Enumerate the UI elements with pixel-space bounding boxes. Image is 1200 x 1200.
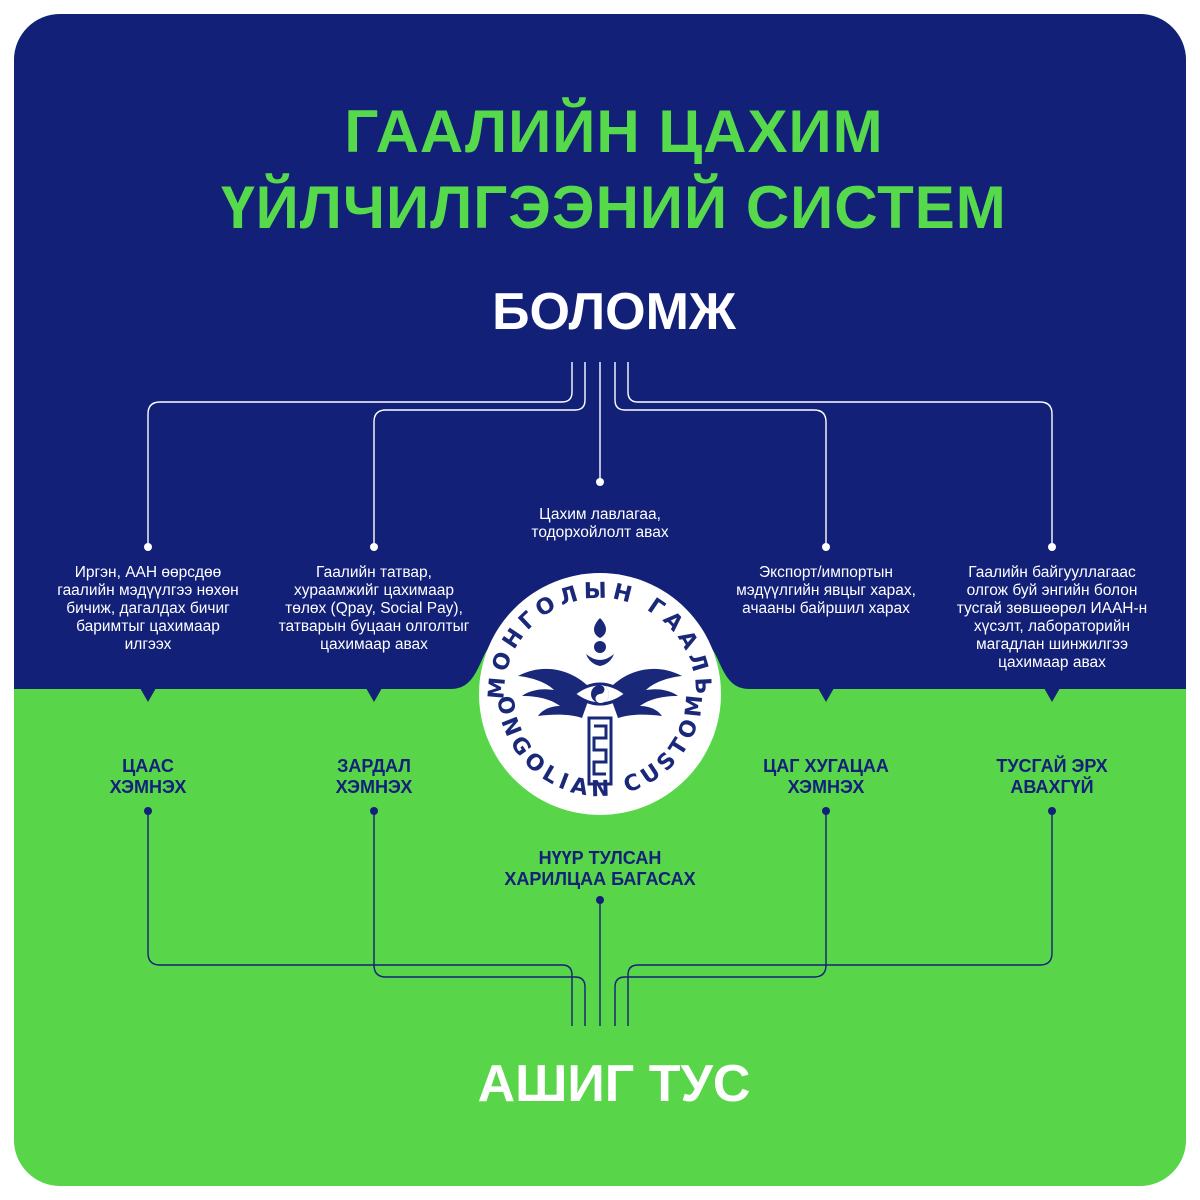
infographic-card: МОНГОЛЫН ГААЛЬ MONGOLIAN CUSTOMS xyxy=(14,14,1186,1186)
benefit-item-4: ЦАГ ХУГАЦАА ХЭМНЭХ xyxy=(726,756,926,798)
navy-panel xyxy=(14,14,1186,689)
opportunity-item-4: Экспорт/импортын мэдүүлгийн явцыг харах,… xyxy=(716,564,936,618)
eye-icon xyxy=(571,682,629,706)
opportunity-line: баримтыг цахимаар xyxy=(76,618,220,635)
benefit-line: АВАХГҮЙ xyxy=(1010,777,1094,797)
opportunity-line: төлөх (Qpay, Social Pay), xyxy=(285,600,463,617)
benefit-line: ТУСГАЙ ЭРХ xyxy=(996,756,1108,776)
opportunity-line: Иргэн, ААН өөрсдөө xyxy=(74,564,222,581)
opportunity-line: тусгай зөвшөөрөл ИААН-н xyxy=(956,600,1148,617)
benefit-line: ЗАРДАЛ xyxy=(337,756,411,776)
opportunity-line: Гаалийн татвар, xyxy=(316,564,432,581)
benefit-connectors xyxy=(147,812,1053,1026)
benefit-line: ХЭМНЭХ xyxy=(335,777,413,797)
benefit-line: ЦААС xyxy=(122,756,174,776)
background-and-connectors: МОНГОЛЫН ГААЛЬ MONGOLIAN CUSTOMS xyxy=(14,14,1186,1026)
opportunity-line: Цахим лавлагаа, xyxy=(539,506,661,523)
benefit-line: ХАРИЛЦАА БАГАСАХ xyxy=(504,869,696,889)
opportunities-heading: БОЛОМЖ xyxy=(492,283,736,341)
opportunity-line: мэдүүлгийн явцыг харах, xyxy=(736,582,916,599)
opportunity-item-1: Иргэн, ААН өөрсдөө гаалийн мэдүүлгээ нөх… xyxy=(48,564,248,654)
benefit-line: ХЭМНЭХ xyxy=(787,777,865,797)
benefit-item-3: НҮҮР ТУЛСАН ХАРИЛЦАА БАГАСАХ xyxy=(480,848,720,890)
opportunity-line: цахимаар авах xyxy=(998,654,1106,671)
benefit-line: НҮҮР ТУЛСАН xyxy=(538,848,662,868)
opportunity-line: хураамжийг цахимаар xyxy=(294,582,454,599)
flame-icon xyxy=(586,618,614,666)
opportunity-line: Гаалийн байгууллагаас xyxy=(968,564,1136,581)
opportunity-connectors xyxy=(147,362,1053,546)
opportunity-line: олгож буй энгийн болон xyxy=(966,582,1138,599)
title-line-1: ГААЛИЙН ЦАХИМ xyxy=(344,98,884,165)
notch-markers xyxy=(140,688,1060,702)
opportunity-item-5: Гаалийн байгууллагаас олгож буй энгийн б… xyxy=(936,564,1168,672)
benefit-dots xyxy=(144,807,1056,904)
opportunity-line: гаалийн мэдүүлгээ нөхөн xyxy=(57,582,239,599)
benefit-line: ХЭМНЭХ xyxy=(109,777,187,797)
title-line-2: ҮЙЛЧИЛГЭЭНИЙ СИСТЕМ xyxy=(221,174,1007,241)
opportunity-item-3: Цахим лавлагаа, тодорхойлолт авах xyxy=(500,506,700,542)
wings-icon xyxy=(518,668,682,718)
opportunity-dots xyxy=(144,478,1056,551)
benefits-heading: АШИГ ТУС xyxy=(477,1055,751,1113)
opportunity-line: тодорхойлолт авах xyxy=(531,524,669,541)
benefit-item-1: ЦААС ХЭМНЭХ xyxy=(58,756,238,798)
opportunity-line: цахимаар авах xyxy=(320,636,428,653)
opportunity-line: илгээх xyxy=(124,636,172,653)
opportunity-line: ачааны байршил харах xyxy=(742,600,910,617)
opportunity-line: бичиж, дагалдах бичиг xyxy=(66,600,230,617)
opportunity-item-2: Гаалийн татвар, хураамжийг цахимаар төлө… xyxy=(264,564,484,654)
page-title: ГААЛИЙН ЦАХИМ ҮЙЛЧИЛГЭЭНИЙ СИСТЕМ xyxy=(74,94,1154,246)
opportunity-line: татварын буцаан олголтыг xyxy=(278,618,470,635)
benefit-item-2: ЗАРДАЛ ХЭМНЭХ xyxy=(284,756,464,798)
opportunity-line: Экспорт/импортын xyxy=(759,564,893,581)
opportunity-line: хүсэлт, лабораторийн xyxy=(973,618,1131,635)
maze-staff-icon xyxy=(587,716,613,786)
benefit-item-5: ТУСГАЙ ЭРХ АВАХГҮЙ xyxy=(962,756,1142,798)
opportunity-line: магадлан шинжилгээ xyxy=(976,636,1128,653)
benefit-line: ЦАГ ХУГАЦАА xyxy=(763,756,889,776)
